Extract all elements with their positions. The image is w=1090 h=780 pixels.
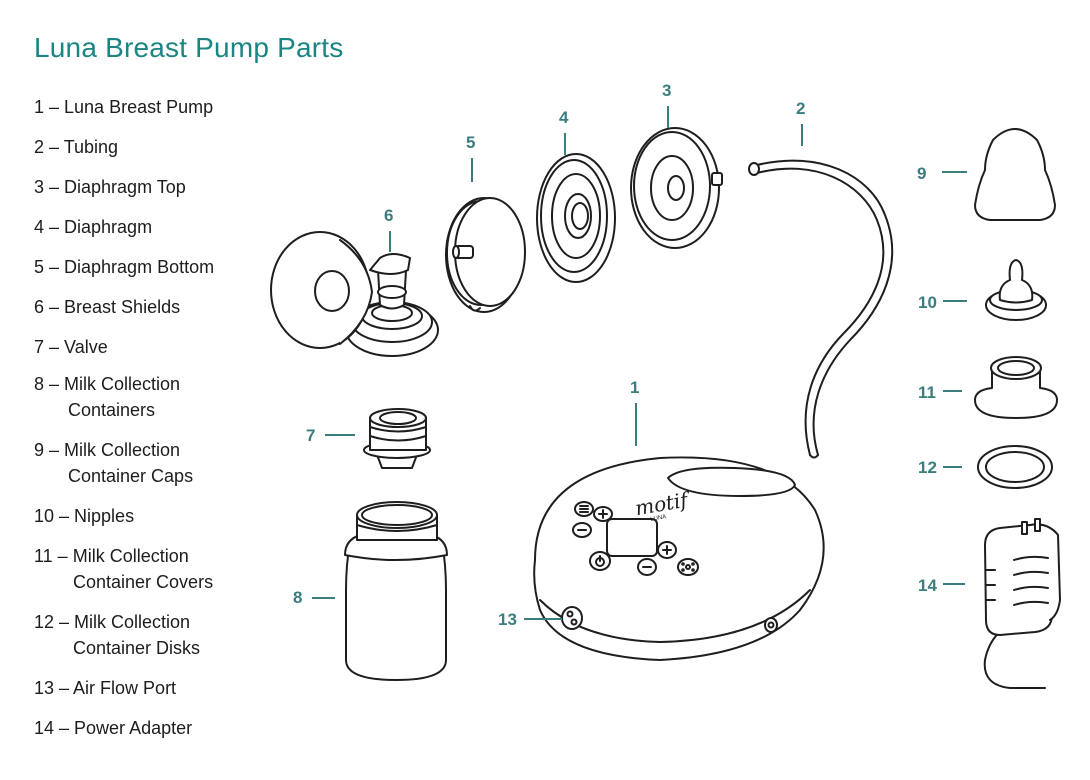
container-cover-illustration [974,356,1058,419]
breast-shield-illustration [270,231,439,357]
legend-item-10: 10 – Nipples [34,503,134,529]
callout-3-label: 3 [662,81,671,100]
diaphragm-top-illustration [630,127,723,249]
legend-item-6: 6 – Breast Shields [34,294,180,320]
legend-item-label: 2 – Tubing [34,137,119,157]
callout-11-label: 11 [918,383,936,402]
legend-item-label-line2: Container Disks [73,638,201,658]
callout-9-label: 9 [917,164,926,183]
callout-2-label: 2 [796,99,805,118]
pump-unit-illustration: motif LUNA [533,456,825,661]
minus-button-right-icon [637,558,657,576]
callout-10: 10 [918,293,967,312]
light-button-icon [677,558,699,576]
diaphragm-bottom-illustration [445,197,526,313]
legend-item-label: 10 – Nipples [34,506,135,526]
nipple-illustration [985,259,1047,321]
legend-item-label: 6 – Breast Shields [34,297,181,317]
callout-4: 4 [559,108,569,155]
callout-1: 1 [630,378,639,446]
callout-11: 11 [918,383,962,402]
legend-item-label-line2: Container Caps [68,466,194,486]
legend-item-label: 14 – Power Adapter [34,718,193,738]
legend-item-label: 8 – Milk Collection [34,374,181,394]
air-flow-port-icon [561,606,583,630]
legend-item-label: 7 – Valve [34,337,108,357]
page-title: Luna Breast Pump Parts [34,32,344,63]
brand-logo-sub: LUNA [650,514,667,523]
milk-container-illustration [344,501,448,681]
callout-6: 6 [384,206,393,252]
legend-item-14: 14 – Power Adapter [34,715,192,741]
legend-item-4: 4 – Diaphragm [34,214,152,240]
legend-item-1: 1 – Luna Breast Pump [34,94,213,120]
callout-3: 3 [662,81,671,128]
legend-item-13: 13 – Air Flow Port [34,675,176,701]
callout-6-label: 6 [384,206,393,225]
plus-button-right-icon [657,541,677,559]
diaphragm-illustration [536,153,616,283]
callout-8: 8 [293,588,335,607]
callout-8-label: 8 [293,588,302,607]
legend-item-label: 3 – Diaphragm Top [34,177,186,197]
valve-illustration [363,408,431,469]
legend-item-label: 12 – Milk Collection [34,612,191,632]
callout-10-label: 10 [918,293,937,312]
legend-item-label-line2: Container Covers [73,572,214,592]
callout-1-label: 1 [630,378,639,397]
callout-14: 14 [918,576,965,595]
callout-13: 13 [498,610,562,629]
tubing-illustration [748,159,894,459]
legend-item-3: 3 – Diaphragm Top [34,174,186,200]
callout-13-label: 13 [498,610,517,629]
legend-item-label: 9 – Milk Collection [34,440,181,460]
callout-7-label: 7 [306,426,315,445]
container-cap-illustration [974,128,1056,221]
power-button-icon [589,551,611,571]
callout-14-label: 14 [918,576,937,595]
callout-2: 2 [796,99,805,146]
plus-button-left-icon [593,506,613,522]
callout-5-label: 5 [466,133,475,152]
legend-item-7: 7 – Valve [34,334,108,360]
minus-button-left-icon [572,522,592,538]
legend-item-label: 5 – Diaphragm Bottom [34,257,215,277]
callout-7: 7 [306,426,355,445]
legend-item-label: 13 – Air Flow Port [34,678,177,698]
callout-9: 9 [917,164,967,183]
callout-12: 12 [918,458,962,477]
legend-item-label: 1 – Luna Breast Pump [34,97,214,117]
callout-12-label: 12 [918,458,937,477]
legend-item-label: 4 – Diaphragm [34,217,153,237]
power-port-icon [764,617,778,633]
power-adapter-illustration [983,518,1061,689]
container-disk-illustration [977,445,1053,489]
legend-item-2: 2 – Tubing [34,134,118,160]
callout-5: 5 [466,133,475,182]
legend-item-label: 11 – Milk Collection [34,546,189,566]
callout-4-label: 4 [559,108,569,127]
legend-item-5: 5 – Diaphragm Bottom [34,254,214,280]
mode-button-icon [574,501,594,517]
legend-item-label-line2: Containers [68,400,156,420]
